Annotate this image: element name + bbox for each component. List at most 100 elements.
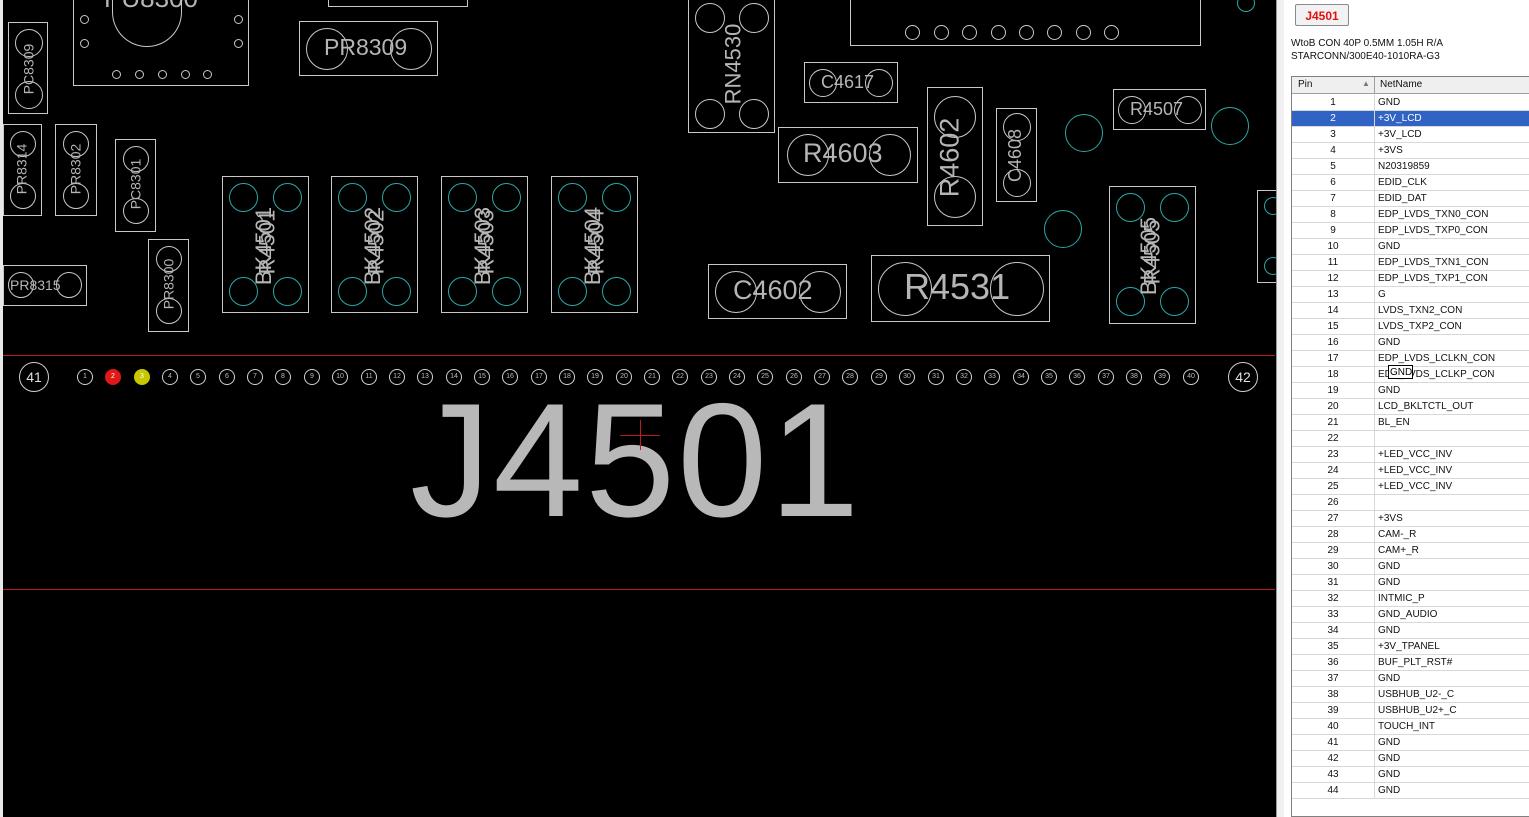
table-row[interactable]: 35+3V_TPANEL [1292, 639, 1529, 655]
component-bk4501[interactable]: BK4501 R4501 [222, 176, 309, 313]
connector-pin-19[interactable]: 19 [587, 369, 603, 385]
connector-pin-1[interactable]: 1 [77, 369, 93, 385]
table-row[interactable]: 4+3VS [1292, 143, 1529, 159]
table-row[interactable]: 23+LED_VCC_INV [1292, 447, 1529, 463]
component-pr8314[interactable]: PR8314 [3, 124, 42, 216]
net-name-cell[interactable]: GND [1378, 97, 1401, 108]
net-name-cell[interactable]: LVDS_TXN2_CON [1378, 305, 1463, 316]
component-bk4504[interactable]: BK4504 R4504 [551, 176, 638, 313]
net-name-cell[interactable]: GND_AUDIO [1378, 609, 1438, 620]
component-bk4503[interactable]: BK4503 R4503 [441, 176, 528, 313]
component-pr8315[interactable]: PR8315 [3, 265, 87, 306]
pcb-board-view[interactable]: PU8300 PR8309 PC8309 PR8314 PR8302 [0, 0, 1276, 817]
component-ref-button[interactable]: J4501 [1295, 4, 1349, 26]
net-name-cell[interactable]: BUF_PLT_RST# [1378, 657, 1453, 668]
connector-pin-18[interactable]: 18 [559, 369, 575, 385]
net-name-cell[interactable]: GND [1378, 769, 1401, 780]
component-pr8300[interactable]: PR8300 [148, 239, 189, 332]
component-partial-right[interactable] [1257, 190, 1276, 283]
column-header-netname[interactable]: NetName [1380, 79, 1423, 90]
net-name-cell[interactable]: +LED_VCC_INV [1378, 481, 1453, 492]
net-name-cell[interactable]: GND [1378, 561, 1401, 572]
net-name-cell[interactable]: +3V_LCD [1378, 129, 1422, 140]
net-name-cell[interactable]: GND [1378, 241, 1401, 252]
net-name-cell[interactable]: GND [1378, 673, 1401, 684]
connector-pin-6[interactable]: 6 [219, 369, 235, 385]
connector-pin-3[interactable]: 3 [134, 369, 150, 385]
connector-pin-25[interactable]: 25 [757, 369, 773, 385]
connector-pin-4[interactable]: 4 [162, 369, 178, 385]
net-name-cell[interactable]: INTMIC_P [1378, 593, 1425, 604]
net-edit-field[interactable]: GND [1388, 365, 1413, 379]
connector-pin-32[interactable]: 32 [956, 369, 972, 385]
connector-pin-40[interactable]: 40 [1183, 369, 1199, 385]
connector-pin-7[interactable]: 7 [247, 369, 263, 385]
connector-pin-42[interactable]: 42 [1228, 362, 1258, 392]
net-name-cell[interactable]: BL_EN [1378, 417, 1410, 428]
net-name-cell[interactable]: GND [1378, 753, 1401, 764]
component-c4617[interactable]: C4617 [804, 62, 898, 103]
table-row[interactable]: 24+LED_VCC_INV [1292, 463, 1529, 479]
component-bk4502[interactable]: BK4502 R4502 [331, 176, 418, 313]
table-row[interactable]: 27+3VS [1292, 511, 1529, 527]
connector-pin-39[interactable]: 39 [1154, 369, 1170, 385]
net-name-cell[interactable]: G [1378, 289, 1386, 300]
net-name-cell[interactable]: USBHUB_U2+_C [1378, 705, 1457, 716]
component-pu8300[interactable]: PU8300 [73, 0, 249, 86]
table-row[interactable]: 3+3V_LCD [1292, 127, 1529, 143]
connector-pin-22[interactable]: 22 [672, 369, 688, 385]
connector-pin-20[interactable]: 20 [616, 369, 632, 385]
connector-pin-24[interactable]: 24 [729, 369, 745, 385]
table-row[interactable]: 25+LED_VCC_INV [1292, 479, 1529, 495]
component-c4608[interactable]: C4608 [996, 108, 1037, 202]
component-r4602[interactable]: R4602 [927, 87, 983, 226]
component-pc8301[interactable]: PC8301 [115, 139, 156, 232]
connector-pin-11[interactable]: 11 [361, 369, 377, 385]
component-pr8309[interactable]: PR8309 [299, 21, 438, 76]
connector-pin-14[interactable]: 14 [446, 369, 462, 385]
component-bk4505[interactable]: BK4505 R4505 [1109, 186, 1196, 324]
net-name-cell[interactable]: EDID_CLK [1378, 177, 1427, 188]
column-header-pin[interactable]: Pin [1298, 79, 1313, 90]
connector-pin-15[interactable]: 15 [474, 369, 490, 385]
connector-pin-28[interactable]: 28 [842, 369, 858, 385]
component-c4602[interactable]: C4602 [708, 264, 847, 319]
net-name-cell[interactable]: GND [1378, 337, 1401, 348]
net-name-cell[interactable]: GND [1378, 737, 1401, 748]
net-name-cell[interactable]: EDP_LVDS_LCLKN_CON [1378, 353, 1496, 364]
net-name-cell[interactable]: GND [1378, 385, 1401, 396]
connector-pin-38[interactable]: 38 [1126, 369, 1142, 385]
net-name-cell[interactable]: CAM-_R [1378, 529, 1417, 540]
net-name-cell[interactable]: +3V_LCD [1378, 113, 1422, 124]
net-name-cell[interactable]: CAM+_R [1378, 545, 1419, 556]
net-name-cell[interactable]: EDP_LVDS_TXN0_CON [1378, 209, 1489, 220]
net-name-cell[interactable]: EDP_LVDS_TXP0_CON [1378, 225, 1488, 236]
connector-pin-26[interactable]: 26 [786, 369, 802, 385]
component-r4531[interactable]: R4531 [871, 255, 1050, 322]
